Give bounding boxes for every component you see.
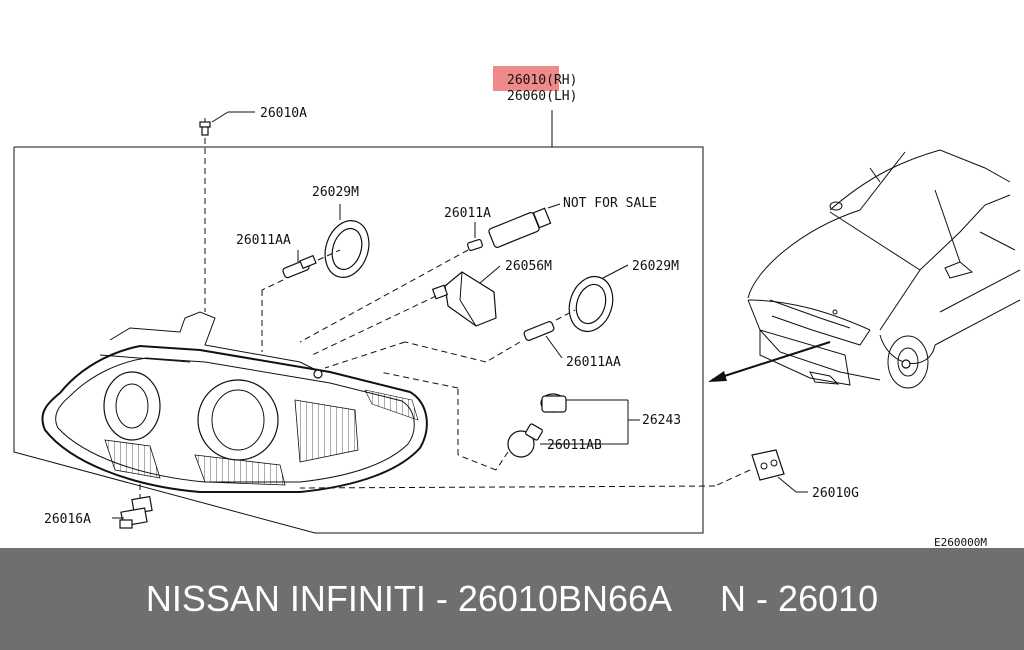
label-26010a[interactable]: 26010A — [260, 106, 307, 121]
headlamp-housing[interactable] — [41, 311, 428, 493]
label-26029m-top[interactable]: 26029M — [312, 185, 359, 200]
label-26016a[interactable]: 26016A — [44, 512, 91, 527]
label-26011ab[interactable]: 26011AB — [547, 438, 602, 453]
label-26011aa-right[interactable]: 26011AA — [566, 355, 621, 370]
headlamp-parts-diagram: 26010(RH) 26060(LH) 26010A 26029M 26011A… — [13, 66, 1021, 548]
bulb-26011aa-right[interactable] — [324, 309, 576, 369]
diagram-code: E260000M — [934, 536, 987, 548]
bulb-26011aa-top[interactable] — [261, 249, 341, 352]
label-26010g[interactable]: 26010G — [812, 486, 859, 501]
part-info-text: NISSAN INFINITI - 26010BN66A N - 26010 — [145, 578, 879, 619]
clip-26010g[interactable] — [299, 449, 808, 493]
vehicle-location-illustration — [708, 149, 1021, 389]
label-26029m-right[interactable]: 26029M — [632, 259, 679, 274]
label-26060-lh[interactable]: 26060(LH) — [507, 89, 577, 104]
bracket-26016a[interactable] — [112, 484, 153, 529]
label-26011a[interactable]: 26011A — [444, 206, 491, 221]
bulb-cap-top[interactable] — [318, 204, 376, 283]
label-26011aa-top[interactable]: 26011AA — [236, 233, 291, 248]
screw-part[interactable] — [199, 111, 255, 312]
bulb-26011a[interactable] — [299, 203, 561, 343]
bulb-26011ab[interactable] — [379, 371, 628, 471]
label-not-for-sale[interactable]: NOT FOR SALE — [563, 196, 657, 211]
part-number-highlight — [493, 66, 559, 91]
part-info-banner: NISSAN INFINITI - 26010BN66A N - 26010 — [0, 548, 1024, 650]
label-26243[interactable]: 26243 — [642, 413, 681, 428]
assembly-frame — [13, 146, 704, 534]
bulb-cap-right[interactable] — [562, 264, 629, 337]
socket-26056m[interactable] — [309, 265, 501, 357]
bulb-kit-26243[interactable] — [540, 393, 640, 444]
label-26010-rh[interactable]: 26010(RH) — [507, 73, 577, 88]
label-26056m[interactable]: 26056M — [505, 259, 552, 274]
